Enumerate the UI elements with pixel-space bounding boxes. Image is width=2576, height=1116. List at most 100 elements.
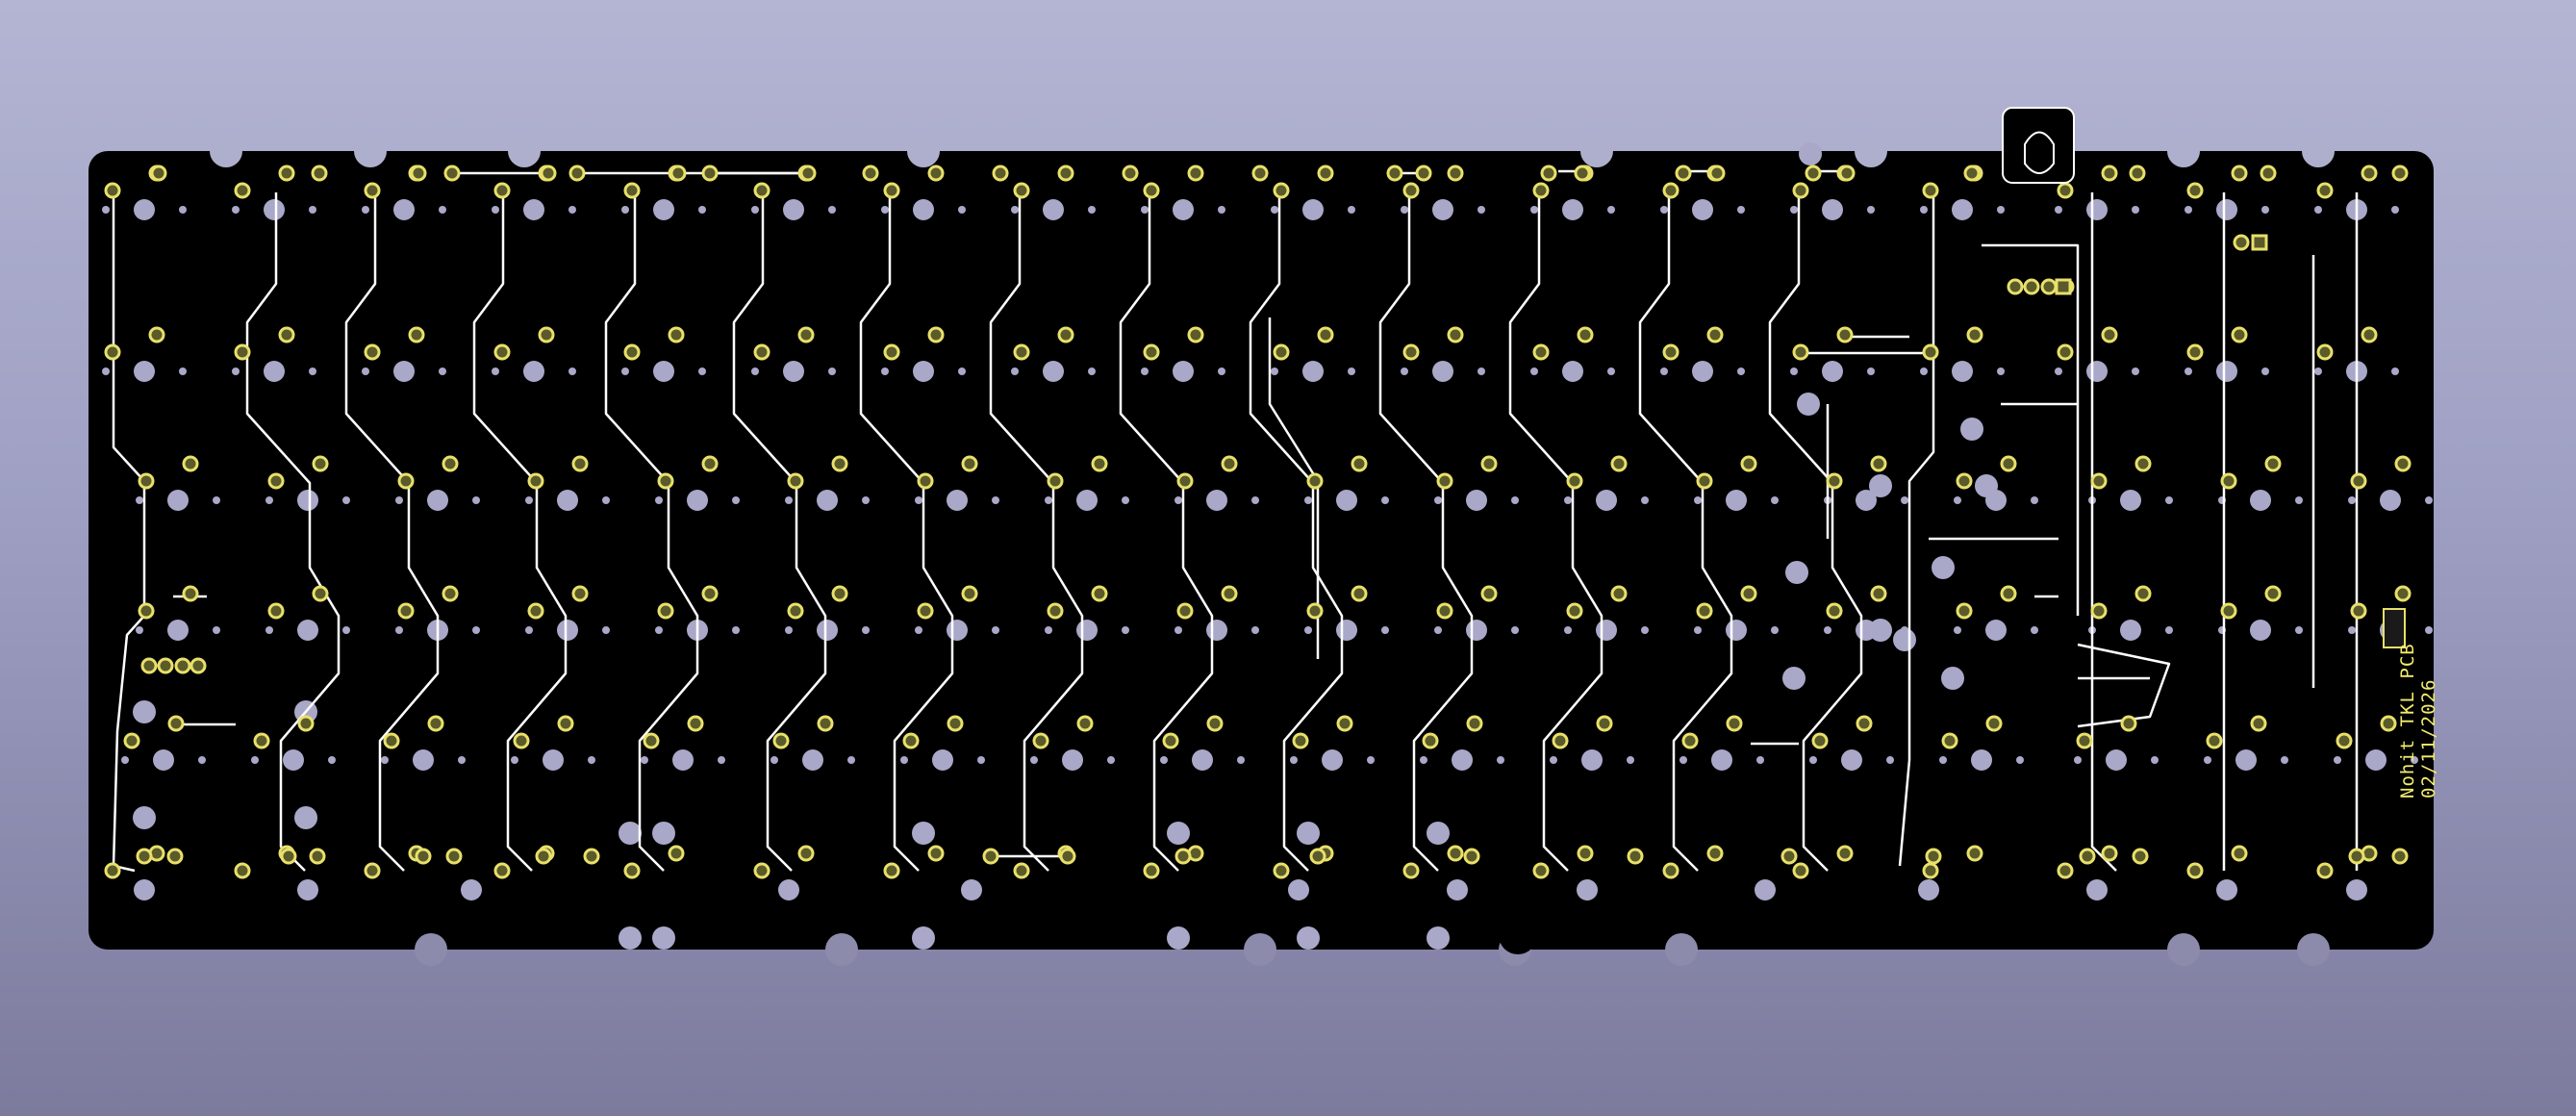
switch-hole <box>1173 199 1194 220</box>
switch-pad <box>1566 472 1583 490</box>
switch-pad <box>1956 472 1973 490</box>
switch-pad <box>364 862 381 879</box>
switch-hole <box>393 361 415 382</box>
switch-peg <box>1088 368 1096 375</box>
switch-peg <box>102 368 110 375</box>
switch-pad <box>2101 165 2118 182</box>
switch-pad <box>1696 602 1713 620</box>
switch-hole <box>672 749 694 771</box>
led-component <box>2383 608 2406 648</box>
switch-pad <box>1057 326 1074 343</box>
switch-hole <box>2216 199 2237 220</box>
switch-peg <box>395 626 403 634</box>
bottom-pad <box>2079 848 2096 865</box>
switch-pad <box>267 472 285 490</box>
switch-hole <box>947 620 968 641</box>
switch-peg <box>958 368 966 375</box>
switch-hole <box>393 199 415 220</box>
switch-hole <box>2250 620 2271 641</box>
switch-hole <box>947 490 968 511</box>
switch-hole <box>413 749 434 771</box>
switch-pad <box>1091 585 1108 602</box>
stabilizer-hole <box>619 926 642 950</box>
switch-hole <box>2216 361 2237 382</box>
switch-hole <box>1336 490 1357 511</box>
switch-hole <box>783 361 804 382</box>
switch-peg <box>1564 496 1572 504</box>
switch-hole <box>1822 361 1843 382</box>
usb-connector <box>2002 107 2075 184</box>
diode-pad <box>2391 165 2409 182</box>
switch-peg <box>136 496 143 504</box>
switch-peg <box>2391 368 2399 375</box>
stabilizer-hole <box>1960 418 1983 441</box>
switch-peg <box>1122 496 1129 504</box>
switch-peg <box>1694 626 1702 634</box>
switch-pad <box>1176 472 1194 490</box>
switch-pad <box>2076 732 2093 749</box>
switch-pad <box>787 472 804 490</box>
pcb-outline <box>88 151 2434 950</box>
switch-pad <box>1941 732 1958 749</box>
switch-pad <box>917 472 934 490</box>
switch-peg <box>588 756 595 764</box>
switch-peg <box>2348 496 2356 504</box>
switch-pad <box>2090 472 2108 490</box>
switch-peg <box>1381 626 1389 634</box>
switch-pad <box>961 455 978 472</box>
switch-peg <box>1251 496 1259 504</box>
switch-pad <box>1552 732 1569 749</box>
switch-hole <box>167 620 189 641</box>
switch-hole <box>1581 749 1603 771</box>
switch-peg <box>2185 368 2192 375</box>
switch-pad <box>1032 732 1049 749</box>
switch-pad <box>883 182 900 199</box>
switch-hole <box>557 620 578 641</box>
switch-pad <box>397 472 415 490</box>
switch-peg <box>439 368 446 375</box>
switch-peg <box>1348 206 1355 214</box>
switch-peg <box>1771 496 1779 504</box>
switch-pad <box>312 455 329 472</box>
diode-pad <box>1805 165 1822 182</box>
switch-peg <box>1420 756 1427 764</box>
switch-hole <box>134 879 155 900</box>
switch-peg <box>362 206 369 214</box>
switch-peg <box>121 756 129 764</box>
switch-peg <box>265 496 273 504</box>
switch-peg <box>1660 206 1668 214</box>
switch-peg <box>1511 496 1519 504</box>
switch-peg <box>1290 756 1298 764</box>
switch-pad <box>1047 602 1064 620</box>
switch-pad <box>2361 326 2378 343</box>
switch-hole <box>523 199 544 220</box>
switch-hole <box>1596 620 1617 641</box>
edge-notch <box>2167 933 2200 966</box>
switch-pad <box>2220 602 2237 620</box>
stabilizer-hole <box>652 926 675 950</box>
switch-peg <box>1679 756 1687 764</box>
switch-hole <box>1577 879 1598 900</box>
switch-peg <box>1867 368 1875 375</box>
switch-hole <box>1447 879 1468 900</box>
switch-hole <box>1841 749 1862 771</box>
switch-hole <box>1043 199 1064 220</box>
aux-pad <box>2233 234 2250 251</box>
switch-peg <box>2132 368 2139 375</box>
switch-hole <box>1336 620 1357 641</box>
edge-notch <box>1665 933 1698 966</box>
switch-peg <box>232 206 240 214</box>
switch-hole <box>1302 361 1324 382</box>
switch-pad <box>1532 343 1550 361</box>
switch-pad <box>1532 862 1550 879</box>
stabilizer-hole <box>1167 822 1190 845</box>
switch-peg <box>458 756 466 764</box>
switch-peg <box>641 756 648 764</box>
switch-pad <box>2380 715 2397 732</box>
switch-hole <box>2120 490 2141 511</box>
switch-peg <box>785 626 793 634</box>
switch-hole <box>2250 490 2271 511</box>
switch-pad <box>557 715 574 732</box>
column-track <box>1638 192 1733 872</box>
